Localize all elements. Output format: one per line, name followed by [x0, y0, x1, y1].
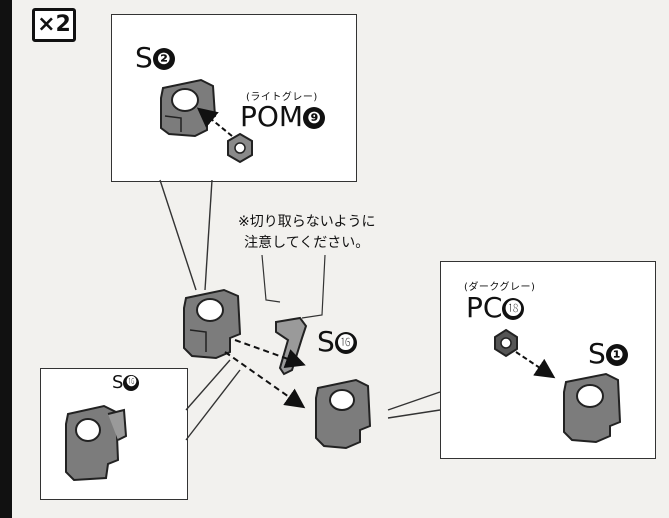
part-s2-bracket	[160, 78, 217, 138]
center-s16-letter: S	[317, 325, 335, 358]
pom-letters: POM	[240, 100, 304, 133]
caution-line-2: 注意してください。	[244, 235, 370, 251]
insert-arrow-top	[196, 107, 233, 137]
polycap-pc	[494, 328, 518, 358]
left-s16-number: ⓰	[123, 375, 140, 391]
callout-pointer-lines	[159, 179, 441, 441]
note-lead-lines	[261, 254, 326, 319]
part-left-detail	[65, 404, 128, 482]
part-center-assembly	[183, 288, 242, 360]
move-arrow-lower	[224, 351, 306, 409]
left-s16-letter: S	[112, 372, 124, 393]
top-part-number: ❷	[152, 48, 175, 70]
move-arrow-upper	[234, 339, 306, 369]
pc-letters: PC	[466, 291, 503, 324]
polycap-pom	[227, 132, 253, 164]
part-center-right	[315, 378, 372, 450]
part-s16-clip	[275, 316, 308, 376]
right-s1-letter: S	[588, 337, 606, 370]
pc-number: ⓲	[502, 298, 525, 320]
pc-color-note: (ダークグレー)	[464, 282, 536, 293]
caution-line-1: ※切り取らないように	[238, 214, 376, 230]
caution-note: ※切り取らないように 注意してください。	[238, 212, 375, 254]
pom-color-note: (ライトグレー)	[246, 92, 318, 103]
center-s16-number: ⓰	[334, 332, 357, 354]
insert-arrow-right	[515, 351, 556, 379]
right-s1-number: ❶	[605, 344, 628, 366]
quantity-badge: ×2	[32, 8, 76, 42]
top-part-letter: S	[135, 41, 153, 74]
pom-number: ❾	[303, 107, 326, 129]
page-edge-bar	[0, 0, 12, 518]
part-s1-bracket	[563, 372, 622, 444]
